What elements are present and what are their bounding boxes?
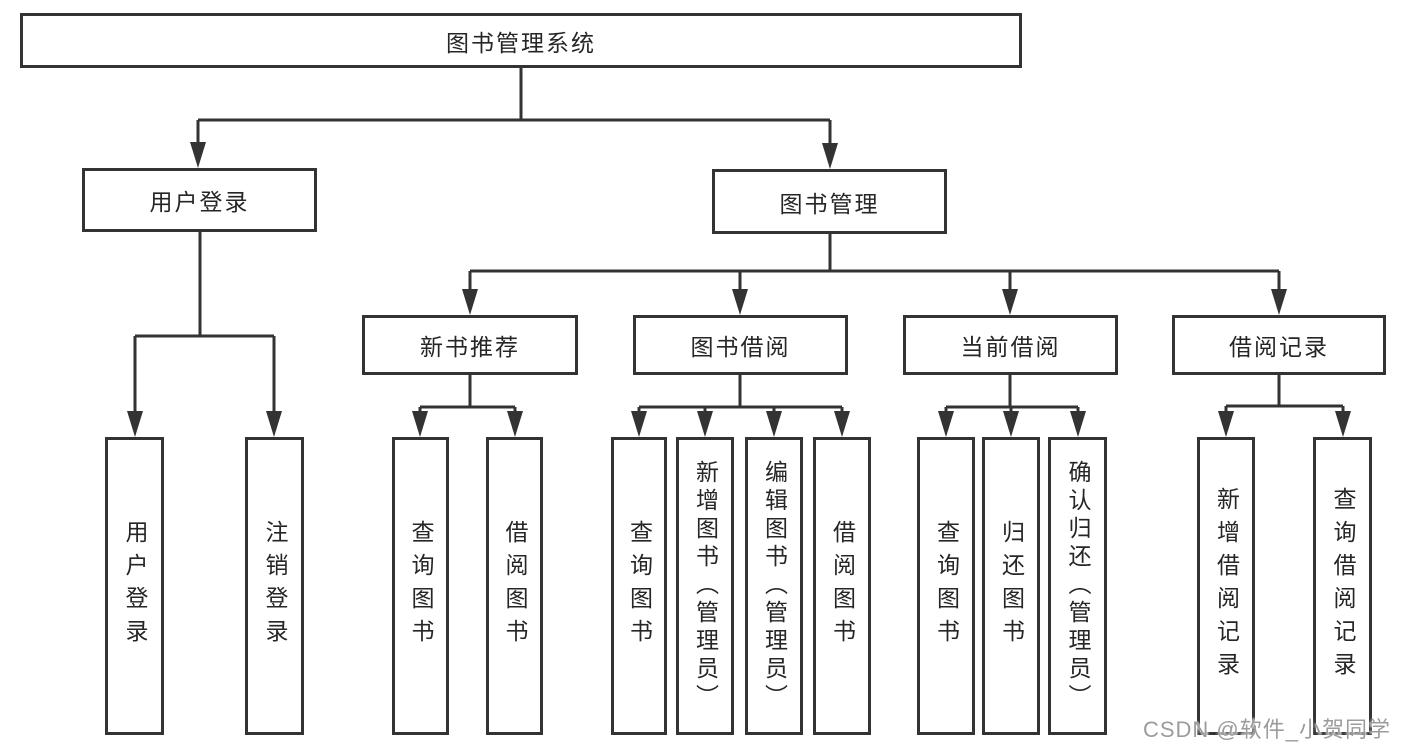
arrow-icon bbox=[732, 289, 748, 315]
leaf-borrow-books: 借阅图书 bbox=[813, 437, 871, 735]
node-label: 归还图书 bbox=[998, 520, 1025, 652]
connector-new-book-branch bbox=[418, 375, 517, 412]
arrow-icon bbox=[1218, 411, 1234, 437]
leaf-confirm-return-admin: 确认归还（管理员） bbox=[1048, 437, 1107, 735]
node-label: 用户登录 bbox=[122, 520, 148, 652]
connector-user-login-branch bbox=[133, 232, 276, 412]
node-label: 图书借阅 bbox=[690, 334, 791, 360]
node-label: 借阅图书 bbox=[829, 520, 856, 652]
arrow-icon bbox=[190, 142, 206, 168]
arrow-icon bbox=[412, 411, 428, 437]
arrow-icon bbox=[822, 143, 838, 169]
node-label: 新书推荐 bbox=[420, 334, 520, 360]
node-book-borrowing: 图书借阅 bbox=[633, 315, 848, 375]
node-library-management-system: 图书管理系统 bbox=[20, 13, 1022, 68]
connector-root bbox=[196, 68, 832, 145]
arrow-icon bbox=[766, 411, 782, 437]
node-label: 查询图书 bbox=[408, 520, 434, 652]
leaf-add-books-admin: 新增图书（管理员） bbox=[676, 437, 734, 735]
leaf-query-borrow-record: 查询借阅记录 bbox=[1313, 437, 1372, 735]
node-label: 注销登录 bbox=[262, 520, 288, 652]
arrow-icon bbox=[266, 411, 282, 437]
node-label: 图书管理系统 bbox=[446, 29, 596, 56]
arrow-icon bbox=[938, 411, 954, 437]
node-current-borrowing: 当前借阅 bbox=[903, 315, 1118, 375]
arrow-icon bbox=[127, 411, 143, 437]
arrow-icon bbox=[834, 411, 850, 437]
node-label: 查询图书 bbox=[933, 520, 960, 652]
node-user-login: 用户登录 bbox=[82, 168, 317, 232]
node-label: 查询图书 bbox=[626, 520, 653, 652]
arrow-icon bbox=[1002, 289, 1018, 315]
leaf-borrow-books-recommend: 借阅图书 bbox=[486, 437, 543, 735]
arrow-icon bbox=[507, 411, 523, 437]
node-label: 借阅图书 bbox=[502, 520, 528, 652]
arrow-icon bbox=[631, 411, 647, 437]
node-label: 图书管理 bbox=[779, 190, 880, 217]
node-label: 查询借阅记录 bbox=[1330, 487, 1356, 685]
leaf-edit-books-admin: 编辑图书（管理员） bbox=[745, 437, 803, 735]
node-label: 当前借阅 bbox=[960, 334, 1061, 360]
leaf-query-books-recommend: 查询图书 bbox=[392, 437, 449, 735]
node-label: 新增借阅记录 bbox=[1213, 487, 1240, 685]
connector-book-management-branch bbox=[468, 234, 1281, 290]
leaf-query-books-current: 查询图书 bbox=[917, 437, 975, 735]
leaf-return-books: 归还图书 bbox=[982, 437, 1040, 735]
node-label: 确认归还（管理员） bbox=[1065, 460, 1091, 712]
arrow-icon bbox=[1271, 289, 1287, 315]
arrow-icon bbox=[1070, 411, 1086, 437]
node-new-book-recommendation: 新书推荐 bbox=[362, 315, 578, 375]
leaf-logout: 注销登录 bbox=[245, 437, 304, 735]
leaf-query-books-borrow: 查询图书 bbox=[611, 437, 667, 735]
node-label: 编辑图书（管理员） bbox=[761, 460, 788, 712]
connector-book-borrow-branch bbox=[637, 375, 844, 412]
arrowheads bbox=[127, 142, 1351, 437]
leaf-add-borrow-record: 新增借阅记录 bbox=[1197, 437, 1255, 735]
leaf-user-login: 用户登录 bbox=[105, 437, 164, 735]
csdn-watermark: CSDN @软件_小贺同学 bbox=[1142, 717, 1391, 742]
node-borrowing-records: 借阅记录 bbox=[1172, 315, 1386, 375]
node-label: 用户登录 bbox=[149, 189, 250, 215]
arrow-icon bbox=[1335, 411, 1351, 437]
arrow-icon bbox=[697, 411, 713, 437]
connector-current-borrow-branch bbox=[944, 375, 1080, 412]
arrow-icon bbox=[1003, 411, 1019, 437]
connector-borrow-records-branch bbox=[1224, 375, 1345, 412]
node-book-management: 图书管理 bbox=[712, 169, 947, 234]
node-label: 新增图书（管理员） bbox=[692, 460, 719, 712]
arrow-icon bbox=[462, 289, 478, 315]
node-label: 借阅记录 bbox=[1229, 334, 1329, 360]
